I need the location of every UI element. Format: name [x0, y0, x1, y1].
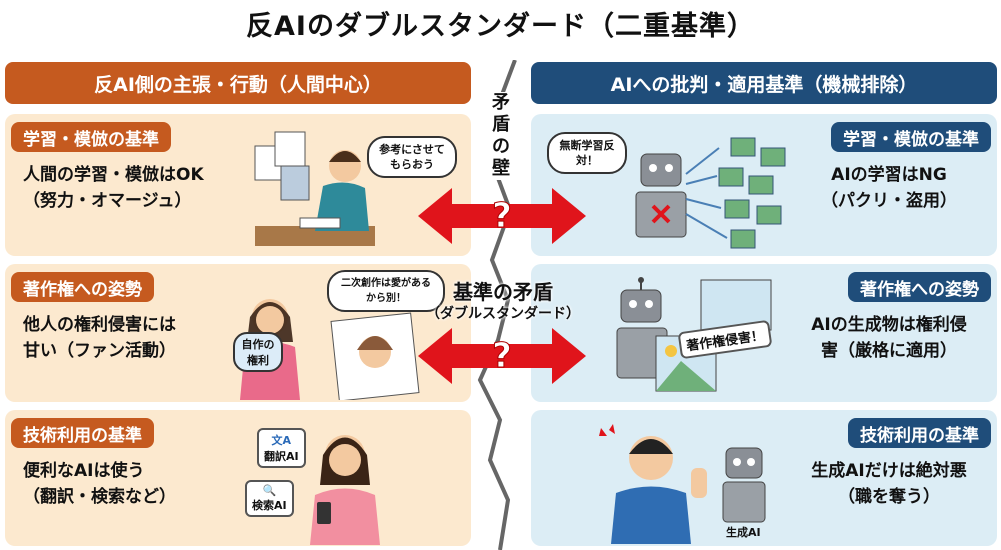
- left-panel-copyright: 著作権への姿勢 他人の権利侵害には甘い（ファン活動） 自作の権利 二次創作は愛が…: [5, 264, 471, 402]
- woman-phone-illustration: [310, 435, 380, 545]
- anger-icon: [599, 424, 615, 436]
- speech-bubble: 二次創作は愛があるから別！: [327, 270, 445, 312]
- search-ai-tag: 🔍検索AI: [245, 480, 294, 517]
- double-arrow-top: [418, 188, 586, 244]
- panel-label: 技術利用の基準: [11, 418, 154, 448]
- left-header: 反AI側の主張・行動（人間中心）: [5, 62, 471, 104]
- right-panel-learning: 学習・模倣の基準 AIの学習はNG（パクリ・盗用） 無断学習反対！: [531, 114, 997, 256]
- thought-bubble: 参考にさせてもらおう: [367, 136, 457, 178]
- center-main-label: 基準の矛盾: [453, 280, 553, 304]
- panel-text: 生成AIだけは絶対悪（職を奪う）: [811, 461, 967, 507]
- panel-label: 学習・模倣の基準: [11, 122, 171, 152]
- right-header: AIへの批判・適用基準（機械排除）: [531, 62, 997, 104]
- panel-text: AIの学習はNG（パクリ・盗用）: [821, 165, 957, 211]
- right-panel-tech: 技術利用の基準 生成AIだけは絶対悪（職を奪う） 生成AI: [531, 410, 997, 546]
- wall-label: 矛盾の壁: [488, 92, 514, 180]
- panel-text: AIの生成物は権利侵害（厳格に適用）: [811, 315, 967, 361]
- right-panel-copyright: 著作権への姿勢 AIの生成物は権利侵害（厳格に適用） 著作権侵害！: [531, 264, 997, 402]
- robot-learning-illustration: [635, 137, 786, 249]
- page-title: 反AIのダブルスタンダード（二重基準）: [246, 11, 755, 42]
- question-mark-icon: ?: [492, 196, 513, 237]
- search-icon: 🔍: [262, 484, 277, 497]
- panel-label: 著作権への姿勢: [11, 272, 154, 302]
- double-arrow-bottom: [418, 328, 586, 384]
- generative-ai-label: 生成AI: [726, 526, 761, 539]
- panel-text: 人間の学習・模倣はOK（努力・オマージュ）: [23, 165, 204, 211]
- left-panel-learning: 学習・模倣の基準 人間の学習・模倣はOK（努力・オマージュ） 参考にさせてもらお…: [5, 114, 471, 256]
- own-rights-tag: 自作の権利: [233, 332, 283, 372]
- panel-label: 学習・模倣の基準: [831, 122, 991, 152]
- rejecting-ai-illustration: [599, 424, 766, 544]
- panel-text: 他人の権利侵害には甘い（ファン活動）: [23, 315, 176, 361]
- translate-icon: 文A: [271, 434, 292, 447]
- panel-text: 便利なAIは使う（翻訳・検索など）: [23, 461, 176, 507]
- artist-drawing-illustration: [254, 131, 375, 246]
- speech-bubble: 無断学習反対！: [547, 132, 627, 174]
- question-mark-icon: ?: [492, 336, 513, 377]
- panel-label: 技術利用の基準: [848, 418, 991, 448]
- center-sub-label: （ダブルスタンダード）: [426, 306, 580, 322]
- panel-label: 著作権への姿勢: [848, 272, 991, 302]
